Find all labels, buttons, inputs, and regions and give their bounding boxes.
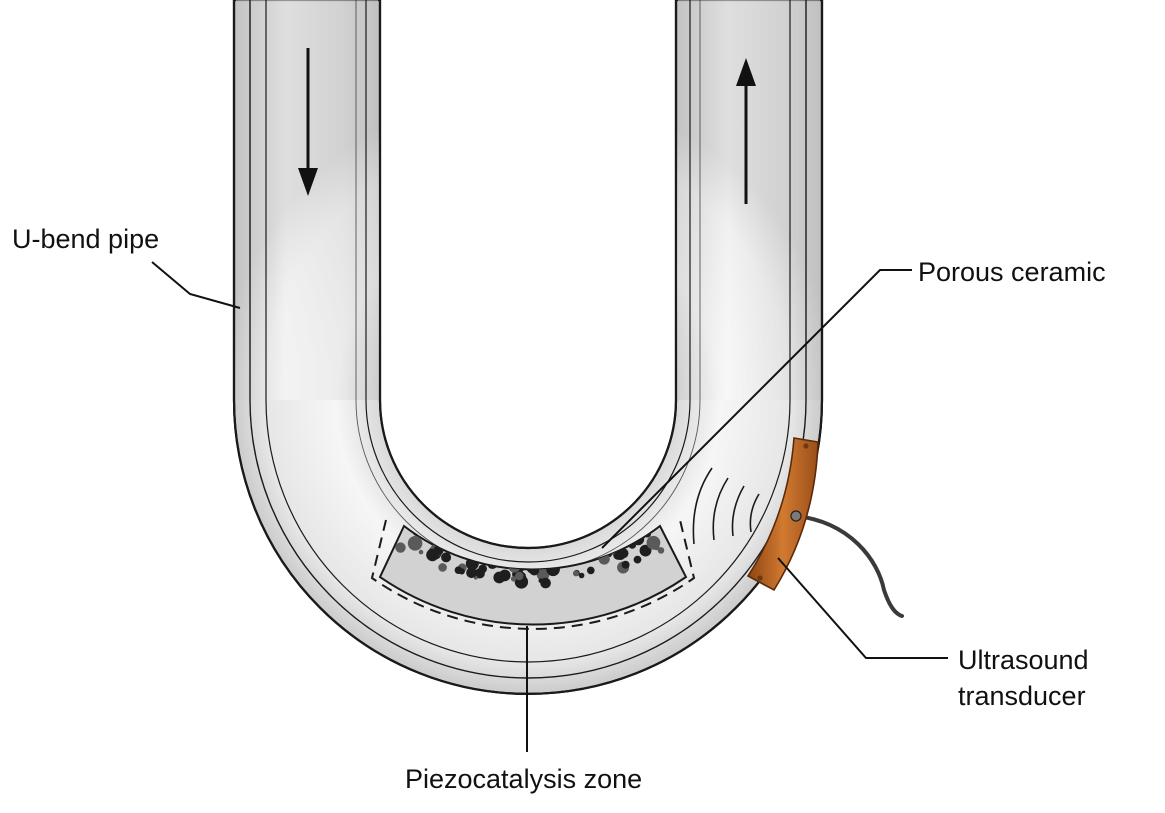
ceramic-pore xyxy=(438,563,447,572)
ceramic-pore xyxy=(493,524,497,528)
ceramic-pore xyxy=(539,578,544,583)
ceramic-pore xyxy=(510,529,520,539)
label-ultrasound-transducer-line1: Ultrasound xyxy=(958,642,1089,678)
ceramic-pore xyxy=(550,529,561,540)
ceramic-pore xyxy=(499,570,511,582)
ceramic-pore xyxy=(455,512,469,526)
pipe-inner-wall-line-1 xyxy=(366,0,690,562)
pipe-right-leg-shade xyxy=(678,0,820,400)
ceramic-pore xyxy=(466,568,477,579)
cable xyxy=(796,516,902,616)
ceramic-pore xyxy=(491,525,502,536)
ceramic-pore xyxy=(622,561,630,569)
ceramic-pore xyxy=(455,566,463,574)
ceramic-pore xyxy=(512,525,526,539)
ceramic-pore xyxy=(501,527,510,536)
ceramic-pore xyxy=(564,528,575,539)
ceramic-pore xyxy=(528,528,535,535)
ceramic-pore xyxy=(525,538,533,546)
ceramic-pore xyxy=(579,573,585,579)
ceramic-pore xyxy=(587,567,595,575)
ceramic-pore xyxy=(568,528,578,538)
ceramic-pore xyxy=(419,550,424,555)
ceramic-pore xyxy=(426,549,438,561)
pipe-inner-wall xyxy=(380,0,676,548)
ceramic-pore xyxy=(484,527,489,532)
ceramic-pore xyxy=(520,532,529,541)
ceramic-pore xyxy=(503,537,510,544)
ceramic-pore xyxy=(584,528,589,533)
label-porous-ceramic: Porous ceramic xyxy=(918,254,1106,290)
label-piezocatalysis-zone: Piezocatalysis zone xyxy=(405,761,642,797)
transducer-connector xyxy=(791,511,801,521)
ceramic-pore xyxy=(634,556,642,564)
ceramic-pore xyxy=(515,572,523,580)
ceramic-pore xyxy=(408,536,423,551)
leader-ultrasound-transducer xyxy=(778,558,948,658)
ceramic-pore xyxy=(565,524,569,528)
ceramic-pore xyxy=(573,570,579,576)
label-u-bend-pipe: U-bend pipe xyxy=(12,221,159,257)
ceramic-pore xyxy=(395,542,405,552)
transducer-screw-top xyxy=(803,443,808,448)
ceramic-pore xyxy=(448,507,460,519)
ceramic-pore xyxy=(596,523,601,528)
ceramic-pore xyxy=(558,530,563,535)
ceramic-pore xyxy=(511,576,516,581)
transducer-screw-bottom xyxy=(757,575,762,580)
ceramic-pore xyxy=(564,525,573,534)
ceramic-pore xyxy=(507,536,515,544)
ceramic-pore xyxy=(568,522,574,528)
ceramic-pore xyxy=(658,547,665,554)
ceramic-pore xyxy=(497,537,503,543)
ceramic-pore xyxy=(542,525,549,532)
leader-u-bend-pipe xyxy=(152,262,240,308)
ceramic-pore xyxy=(557,527,565,535)
label-ultrasound-transducer-line2: transducer xyxy=(958,678,1086,714)
ceramic-pore xyxy=(441,552,451,562)
ceramic-pore xyxy=(458,515,462,519)
ceramic-pore xyxy=(576,522,581,527)
ceramic-pore xyxy=(519,536,531,548)
ceramic-pore xyxy=(507,541,511,545)
ceramic-pore xyxy=(478,565,487,574)
ceramic-pore xyxy=(454,509,467,522)
ceramic-pore xyxy=(450,519,457,526)
ceramic-pore xyxy=(557,527,571,541)
